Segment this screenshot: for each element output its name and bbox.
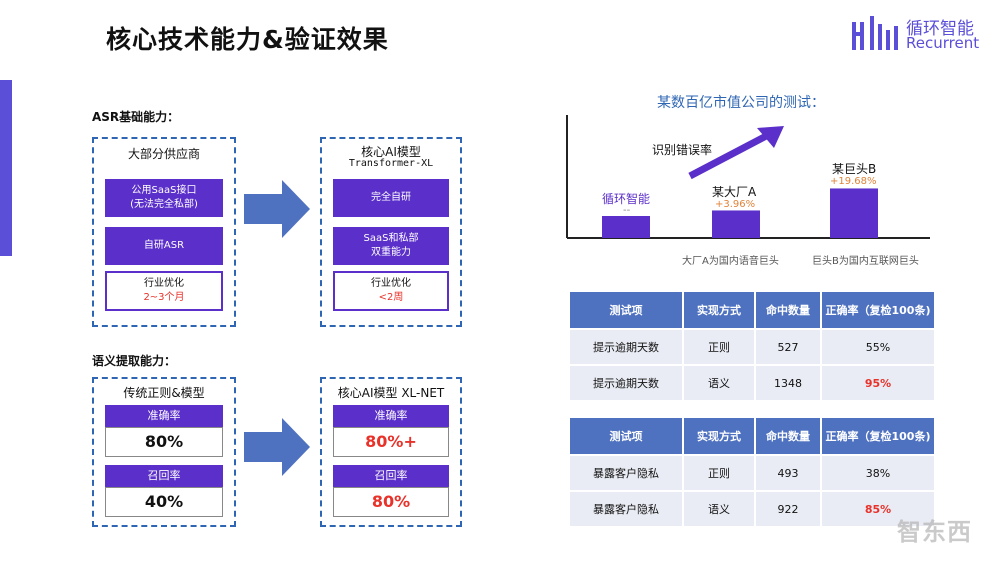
t2-r0-item: 暴露客户隐私 bbox=[570, 456, 682, 490]
industry-opt-core-label: 行业优化 bbox=[371, 278, 411, 289]
t1-r0-accuracy: 55% bbox=[822, 330, 934, 364]
asr-vendor-box: 大部分供应商 公用SaaS接口 (无法完全私部) 自研ASR 行业优化 2~3个… bbox=[92, 137, 236, 327]
core-ai-subheading: Transformer-XL bbox=[348, 158, 434, 169]
right-arrow-icon bbox=[244, 180, 310, 238]
trend-arrow-shaft bbox=[688, 130, 772, 180]
chart-val-label-0: -- bbox=[623, 205, 631, 216]
industry-opt-core: 行业优化 <2周 bbox=[333, 271, 449, 311]
core-ai-heading: 核心AI模型 bbox=[361, 145, 421, 159]
xlnet-recall-value: 80% bbox=[333, 487, 449, 517]
t1-r0-method: 正则 bbox=[684, 330, 754, 364]
logo-cn-text: 循环智能 bbox=[906, 19, 974, 39]
error-rate-label: 识别错误率 bbox=[652, 143, 713, 157]
chart-note-b: 巨头B为国内互联网巨头 bbox=[812, 256, 919, 267]
test-table-privacy: 测试项 实现方式 命中数量 正确率（复检100条) 暴露客户隐私 正则 493 … bbox=[568, 416, 936, 528]
traditional-box: 传统正则&模型 准确率 80% 召回率 40% bbox=[92, 377, 236, 527]
semantic-section-label: 语义提取能力： bbox=[92, 354, 177, 368]
watermark: 智东西 bbox=[897, 518, 972, 546]
trad-accuracy-value: 80% bbox=[105, 427, 223, 457]
t2-r1-accuracy: 85% bbox=[822, 492, 934, 526]
t2-header-0: 测试项 bbox=[570, 418, 682, 454]
chart-bars bbox=[602, 188, 878, 238]
chart-val-label-2: +19.68% bbox=[830, 176, 877, 187]
t2-header-2: 命中数量 bbox=[756, 418, 820, 454]
xlnet-heading: 核心AI模型 XL-NET bbox=[337, 386, 445, 400]
chart-cat-1: 某大厂A bbox=[712, 185, 757, 199]
industry-opt-core-duration: <2周 bbox=[378, 292, 404, 303]
test-table-overdue: 测试项 实现方式 命中数量 正确率（复检100条) 提示逾期天数 正则 527 … bbox=[568, 290, 936, 402]
t1-r0-item: 提示逾期天数 bbox=[570, 330, 682, 364]
t1-header-1: 实现方式 bbox=[684, 292, 754, 328]
t2-r1-method: 语义 bbox=[684, 492, 754, 526]
xlnet-accuracy-value: 80%+ bbox=[333, 427, 449, 457]
industry-opt-vendor: 行业优化 2~3个月 bbox=[105, 271, 223, 311]
t2-r0-accuracy: 38% bbox=[822, 456, 934, 490]
table-row: 暴露客户隐私 正则 493 38% bbox=[570, 456, 934, 490]
t1-r1-item: 提示逾期天数 bbox=[570, 366, 682, 400]
t1-r1-hits: 1348 bbox=[756, 366, 820, 400]
saas-private-note: 双重能力 bbox=[371, 247, 411, 258]
trad-accuracy-label: 准确率 bbox=[105, 405, 223, 427]
t2-r0-hits: 493 bbox=[756, 456, 820, 490]
xlnet-box: 核心AI模型 XL-NET 准确率 80%+ 召回率 80% bbox=[320, 377, 462, 527]
t2-header-3: 正确率（复检100条) bbox=[822, 418, 934, 454]
trad-recall-label: 召回率 bbox=[105, 465, 223, 487]
t1-r0-hits: 527 bbox=[756, 330, 820, 364]
logo-icon bbox=[852, 16, 898, 50]
t2-r0-method: 正则 bbox=[684, 456, 754, 490]
table-row: 提示逾期天数 语义 1348 95% bbox=[570, 366, 934, 400]
saas-interface-item: 公用SaaS接口 (无法完全私部) bbox=[105, 179, 223, 217]
t1-r1-method: 语义 bbox=[684, 366, 754, 400]
t1-header-2: 命中数量 bbox=[756, 292, 820, 328]
self-asr-item: 自研ASR bbox=[105, 227, 223, 265]
t2-r1-hits: 922 bbox=[756, 492, 820, 526]
industry-opt-label: 行业优化 bbox=[144, 278, 184, 289]
asr-vendor-heading: 大部分供应商 bbox=[127, 147, 200, 161]
t1-header-3: 正确率（复检100条) bbox=[822, 292, 934, 328]
saas-interface-note: (无法完全私部) bbox=[130, 199, 198, 210]
trad-recall-value: 40% bbox=[105, 487, 223, 517]
chart-bar-1 bbox=[712, 210, 760, 238]
t2-header-1: 实现方式 bbox=[684, 418, 754, 454]
chart-bar-0 bbox=[602, 216, 650, 238]
chart-cat-2: 某巨头B bbox=[832, 162, 877, 176]
chart-bar-2 bbox=[830, 188, 878, 238]
xlnet-recall-label: 召回率 bbox=[333, 465, 449, 487]
chart-val-label-1: +3.96% bbox=[715, 199, 756, 210]
chart-title: 某数百亿市值公司的测试： bbox=[657, 95, 825, 111]
chart-cat-0: 循环智能 bbox=[602, 192, 651, 206]
chart-note-a: 大厂A为国内语音巨头 bbox=[682, 256, 779, 267]
trend-arrow-icon bbox=[757, 126, 784, 148]
chart-canvas bbox=[566, 115, 930, 239]
saas-private-item: SaaS和私部 双重能力 bbox=[333, 227, 449, 265]
right-arrow-icon-2 bbox=[244, 418, 310, 476]
saas-interface-label: 公用SaaS接口 bbox=[131, 185, 197, 196]
t1-r1-accuracy: 95% bbox=[822, 366, 934, 400]
logo-en-text: Recurrent bbox=[906, 34, 980, 52]
t1-header-0: 测试项 bbox=[570, 292, 682, 328]
traditional-heading: 传统正则&模型 bbox=[123, 386, 205, 400]
core-ai-asr-box: 核心AI模型 Transformer-XL 完全自研 SaaS和私部 双重能力 … bbox=[320, 137, 462, 327]
table-row: 提示逾期天数 正则 527 55% bbox=[570, 330, 934, 364]
page-title: 核心技术能力&验证效果 bbox=[106, 25, 389, 54]
asr-section-label: ASR基础能力： bbox=[92, 110, 180, 124]
logo: 循环智能 Recurrent bbox=[850, 14, 990, 54]
saas-private-label: SaaS和私部 bbox=[363, 233, 419, 244]
left-accent-bar bbox=[0, 80, 12, 256]
table-row: 暴露客户隐私 语义 922 85% bbox=[570, 492, 934, 526]
t2-r1-item: 暴露客户隐私 bbox=[570, 492, 682, 526]
xlnet-accuracy-label: 准确率 bbox=[333, 405, 449, 427]
industry-opt-duration: 2~3个月 bbox=[143, 292, 185, 303]
fully-self-developed-item: 完全自研 bbox=[333, 179, 449, 217]
